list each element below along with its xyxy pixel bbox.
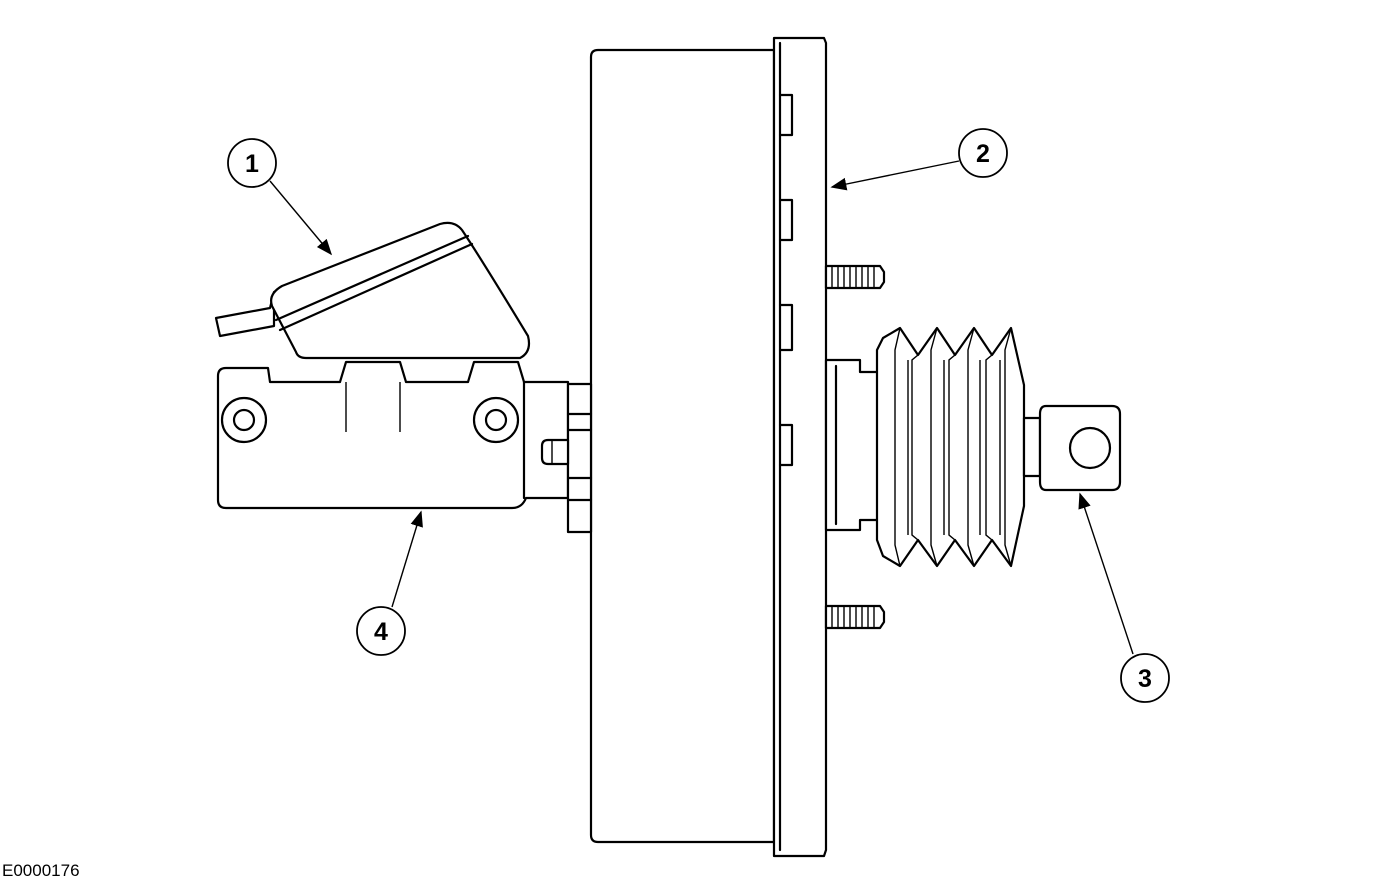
callout-2: 2 — [830, 128, 1008, 191]
upper-mounting-stud — [824, 264, 886, 290]
callout-4-label: 4 — [374, 618, 388, 646]
pushrod-hub — [824, 358, 880, 532]
pushrod-clevis — [1022, 404, 1122, 492]
booster-housing — [589, 36, 828, 858]
fluid-reservoir — [214, 221, 531, 360]
callout-3: 3 — [1078, 492, 1170, 703]
figure-id: E0000176 — [2, 861, 80, 880]
callout-1-label: 1 — [245, 150, 259, 178]
callout-4-arrow — [391, 510, 423, 608]
callout-4: 4 — [356, 510, 423, 656]
callout-3-arrow — [1078, 492, 1134, 655]
callout-2-arrow — [830, 160, 960, 191]
callout-1: 1 — [227, 138, 333, 256]
callout-3-label: 3 — [1138, 665, 1152, 693]
callout-1-arrow — [269, 180, 333, 256]
mounting-flange-nut — [540, 382, 593, 534]
rubber-boot — [875, 326, 1026, 568]
lower-mounting-stud — [824, 604, 886, 630]
callout-2-label: 2 — [976, 140, 990, 168]
master-cylinder — [216, 360, 570, 510]
